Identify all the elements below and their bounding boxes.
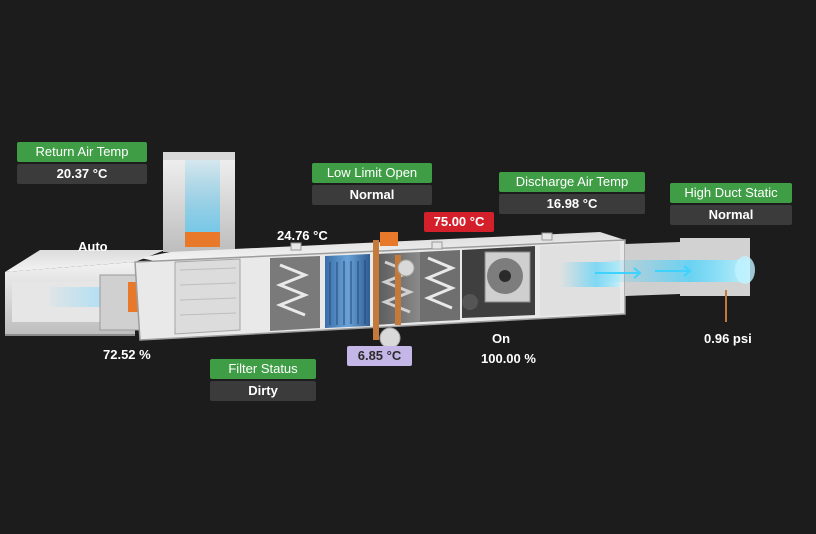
high-duct-static-label: High Duct Static: [670, 183, 792, 203]
filter-status-widget: Filter Status Dirty: [210, 359, 316, 401]
return-air-temp-widget: Return Air Temp 20.37 °C: [17, 142, 147, 184]
return-air-riser: [163, 152, 235, 252]
damper-actuator-icon: [128, 282, 138, 312]
heating-setpoint-value: 75.00 °C: [424, 212, 494, 232]
return-air-temp-value: 20.37 °C: [17, 164, 147, 184]
damper-position: 72.52 %: [103, 347, 151, 362]
damper-mode: Auto: [78, 239, 108, 254]
low-limit-value: Normal: [312, 185, 432, 205]
fan-speed: 100.00 %: [481, 351, 536, 366]
cooling-coil-temp-value: 6.85 °C: [347, 346, 412, 366]
return-air-temp-label: Return Air Temp: [17, 142, 147, 162]
high-duct-static-widget: High Duct Static Normal: [670, 183, 792, 225]
mixed-air-temp: 24.76 °C: [277, 228, 328, 243]
return-damper-actuator-icon: [185, 232, 220, 247]
heating-sensor-icon: [431, 241, 443, 250]
discharge-air-temp-value: 16.98 °C: [499, 194, 645, 214]
airflow-arrows: [595, 265, 692, 279]
duct-pressure: 0.96 psi: [704, 331, 752, 346]
outside-air-damper[interactable]: [99, 274, 141, 331]
fan-motor-icon: [462, 294, 478, 310]
filter-status-value: Dirty: [210, 381, 316, 401]
filter-bank[interactable]: [174, 258, 241, 335]
filter-status-label: Filter Status: [210, 359, 316, 379]
fan-status: On: [492, 331, 511, 346]
low-limit-widget: Low Limit Open Normal: [312, 163, 432, 205]
cooling-coil[interactable]: [325, 254, 370, 328]
discharge-air-temp-label: Discharge Air Temp: [499, 172, 645, 192]
coil-valve-piping: [373, 232, 415, 349]
discharge-air-temp-widget: Discharge Air Temp 16.98 °C: [499, 172, 645, 214]
mixed-air-sensor-icon: [290, 242, 302, 251]
supply-fan[interactable]: [462, 246, 535, 318]
valve-actuator-icon: [380, 232, 398, 246]
high-duct-static-value: Normal: [670, 205, 792, 225]
ahu-casing: [134, 232, 626, 349]
low-limit-label: Low Limit Open: [312, 163, 432, 183]
discharge-sensor-icon: [541, 232, 553, 241]
